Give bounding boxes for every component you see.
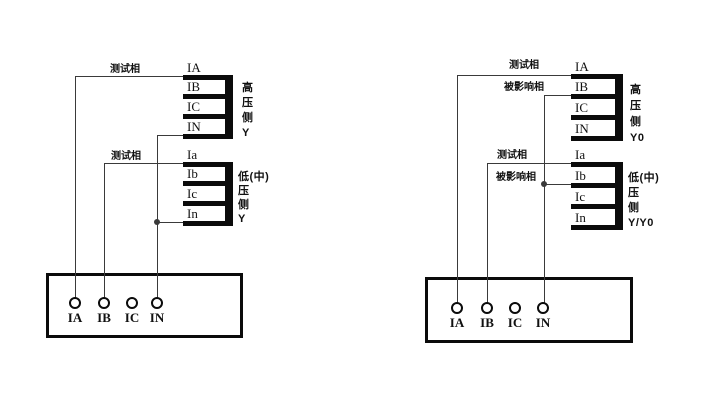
low-winding-terminal-bar [183,221,233,226]
low-winding-terminal-bar [571,204,623,209]
tester-box [46,273,243,338]
low-winding-terminal-label: In [187,206,198,221]
wire [75,76,186,77]
low-winding-terminal-bar [183,201,233,206]
tester-terminal-circle [537,302,549,314]
low-winding-bus-bar [225,162,233,226]
wire [157,135,186,136]
low-winding-terminal-bar [571,183,623,188]
wire-phase-label: 测试相 [110,64,140,75]
junction-dot [154,219,160,225]
high-winding-terminal-bar [183,134,233,139]
high-side-label-line: 压 [242,97,254,109]
tester-terminal-circle [151,297,163,309]
low-side-label-line: Y/Y0 [628,217,654,229]
tester-terminal-label: IC [507,315,523,330]
wire [104,163,105,298]
low-winding-terminal-label: Ic [187,186,198,201]
high-side-label-line: 压 [630,100,642,112]
tester-terminal-label: IC [124,310,140,325]
tester-terminal-circle [69,297,81,309]
wire-phase-label: 测试相 [111,151,141,162]
wire [544,95,574,96]
high-side-label-line: 侧 [242,112,254,124]
tester-terminal-label: IA [67,310,83,325]
low-side-label-line: Y [238,213,246,225]
low-side-label-line: 低(中) [628,172,660,184]
tester-terminal-label: IN [149,310,165,325]
low-side-label-line: 压 [238,185,250,197]
wire [104,163,186,164]
tester-terminal-label: IA [449,315,465,330]
tester-terminal-label: IN [535,315,551,330]
high-winding-terminal-label: IB [575,79,588,94]
wire [487,163,574,164]
high-winding-terminal-bar [183,114,233,119]
low-side-label-line: 侧 [238,199,250,211]
wire [157,135,158,298]
wire-phase-label: 测试相 [497,150,527,161]
low-winding-terminal-bar [571,162,623,167]
tester-terminal-label: IB [480,315,494,330]
low-winding-terminal-bar [571,225,623,230]
low-winding-terminal-label: Ib [575,168,586,183]
junction-dot [541,181,547,187]
high-winding-terminal-bar [183,94,233,99]
wire [457,75,574,76]
high-winding-terminal-bar [571,136,623,141]
high-winding-terminal-label: IA [575,59,589,74]
high-winding-terminal-label: IA [187,60,201,75]
high-winding-terminal-label: IC [187,99,200,114]
tester-terminal-circle [481,302,493,314]
low-winding-terminal-bar [183,181,233,186]
high-side-label-line: 高 [242,82,254,94]
low-side-label-line: 侧 [628,202,640,214]
tester-terminal-circle [451,302,463,314]
high-side-label-line: 侧 [630,116,642,128]
low-winding-terminal-bar [183,162,233,167]
tester-terminal-circle [509,302,521,314]
low-winding-terminal-label: In [575,210,586,225]
low-winding-terminal-label: Ia [187,147,198,162]
wire [157,222,186,223]
low-side-label-line: 压 [628,187,640,199]
high-winding-terminal-bar [183,75,233,80]
high-winding-terminal-label: IN [187,119,201,134]
low-winding-terminal-label: Ic [575,189,586,204]
high-winding-terminal-bar [571,74,623,79]
low-winding-terminal-label: Ib [187,166,198,181]
high-winding-terminal-bar [571,94,623,99]
high-winding-terminal-label: IB [187,79,200,94]
wire-phase-label: 测试相 [509,60,539,71]
wire [457,75,458,303]
high-winding-bus-bar [615,74,623,141]
high-side-label-line: Y0 [630,132,645,144]
tester-terminal-circle [98,297,110,309]
wire [487,163,488,303]
high-winding-terminal-label: IC [575,100,588,115]
low-winding-bus-bar [615,162,623,230]
wire-phase-label: 被影响相 [496,172,536,183]
tester-box [425,277,633,343]
wire [544,184,574,185]
wire [75,76,76,298]
tester-terminal-label: IB [97,310,111,325]
wire [544,95,545,303]
low-winding-terminal-label: Ia [575,147,586,162]
tester-terminal-circle [126,297,138,309]
high-winding-terminal-label: IN [575,121,589,136]
high-side-label-line: Y [242,127,250,139]
high-winding-terminal-bar [571,115,623,120]
wire-phase-label: 被影响相 [504,82,544,93]
high-side-label-line: 高 [630,84,642,96]
low-side-label-line: 低(中) [238,171,270,183]
high-winding-bus-bar [225,75,233,139]
